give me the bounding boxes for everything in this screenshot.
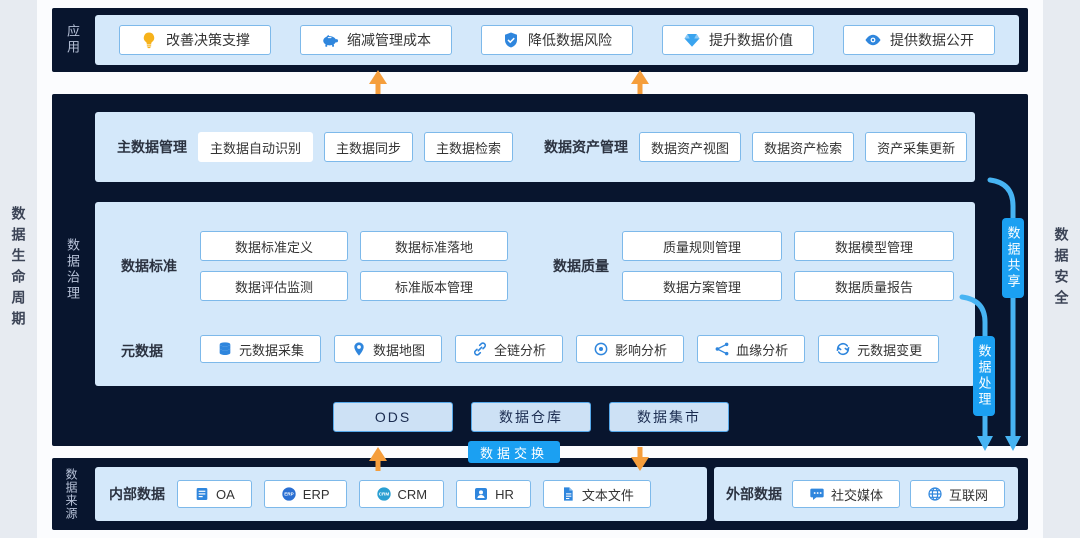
app-node-label: 缩减管理成本 — [347, 32, 431, 48]
link-icon — [472, 341, 488, 357]
node-standard-implementation: 数据标准落地 — [360, 231, 508, 261]
node-asset-search: 数据资产检索 — [752, 132, 855, 162]
globe-icon — [927, 486, 943, 502]
node-quality-rules: 质量规则管理 — [622, 231, 782, 261]
hr-person-icon — [473, 486, 489, 502]
svg-text:CRM: CRM — [378, 492, 389, 497]
node-metadata-change: 元数据变更 — [818, 335, 940, 363]
app-node-label: 提升数据价值 — [709, 32, 793, 48]
application-panel: 改善决策支撑 缩减管理成本 降低数据风险 提升数据价值 — [95, 15, 1019, 65]
node-data-mart: 数据集市 — [609, 402, 729, 432]
lineage-icon — [714, 341, 730, 357]
application-layer: 应用 改善决策支撑 缩减管理成本 降低数据风险 — [52, 8, 1028, 72]
node-master-sync: 主数据同步 — [324, 132, 414, 162]
app-node-label: 改善决策支撑 — [166, 32, 250, 48]
app-node-label: 提供数据公开 — [890, 32, 974, 48]
external-data-panel: 外部数据 社交媒体 互联网 — [714, 467, 1018, 521]
social-chat-icon — [809, 486, 825, 502]
node-quality-plan: 数据方案管理 — [622, 271, 782, 301]
shield-icon — [502, 31, 520, 49]
node-standard-definition: 数据标准定义 — [200, 231, 348, 261]
change-icon — [835, 341, 851, 357]
standards-group-label: 数据标准 — [121, 258, 177, 274]
node-metadata-collect: 元数据采集 — [200, 335, 322, 363]
standards-quality-metadata-panel: 数据标准 数据标准定义 数据标准落地 数据评估监测 标准版本管理 数据质量 质量… — [95, 202, 975, 386]
app-node-label: 降低数据风险 — [528, 32, 612, 48]
source-layer: 数据来源 内部数据 OA ERP ERP CRM CRM — [52, 458, 1028, 530]
application-layer-label: 应用 — [65, 24, 80, 56]
oa-doc-icon — [194, 486, 210, 502]
text-file-icon — [560, 486, 576, 502]
node-quality-report: 数据质量报告 — [794, 271, 954, 301]
node-ods: ODS — [333, 402, 453, 432]
orange-up-arrow-right-top — [631, 70, 649, 94]
external-data-group-label: 外部数据 — [726, 486, 782, 502]
svg-text:ERP: ERP — [284, 492, 294, 497]
node-hr: HR — [456, 480, 531, 508]
node-impact-analysis: 影响分析 — [576, 335, 685, 363]
master-data-group-label: 主数据管理 — [117, 139, 187, 155]
app-node-value-improvement: 提升数据价值 — [662, 25, 814, 55]
bulb-icon — [140, 31, 158, 49]
node-asset-view: 数据资产视图 — [639, 132, 742, 162]
quality-group-label: 数据质量 — [553, 258, 609, 274]
node-oa: OA — [177, 480, 252, 508]
data-share-tag: 数据共享 — [1002, 218, 1024, 298]
source-layer-label: 数据来源 — [64, 468, 78, 520]
app-node-risk-reduction: 降低数据风险 — [481, 25, 633, 55]
governance-layer: 数据治理 主数据管理 主数据自动识别 主数据同步 主数据检索 数据资产管理 数据… — [52, 94, 1028, 446]
app-node-data-openness: 提供数据公开 — [843, 25, 995, 55]
metadata-group-label: 元数据 — [121, 343, 163, 359]
impact-icon — [593, 341, 609, 357]
node-standard-version: 标准版本管理 — [360, 271, 508, 301]
quality-grid: 质量规则管理 数据模型管理 数据方案管理 数据质量报告 — [622, 231, 954, 301]
diamond-icon — [683, 31, 701, 49]
node-social-media: 社交媒体 — [792, 480, 901, 508]
security-rail-label: 数据安全 — [1053, 227, 1070, 311]
governance-layer-label: 数据治理 — [65, 238, 80, 302]
node-standard-evaluation: 数据评估监测 — [200, 271, 348, 301]
standards-grid: 数据标准定义 数据标准落地 数据评估监测 标准版本管理 — [200, 231, 508, 301]
node-quality-model: 数据模型管理 — [794, 231, 954, 261]
eye-icon — [864, 31, 882, 49]
piggy-bank-icon — [321, 31, 339, 49]
internal-data-group-label: 内部数据 — [109, 486, 165, 502]
node-master-auto-identify: 主数据自动识别 — [198, 132, 314, 162]
app-node-cost-reduction: 缩减管理成本 — [300, 25, 452, 55]
node-asset-collect-update: 资产采集更新 — [865, 132, 968, 162]
data-process-tag: 数据处理 — [973, 336, 995, 416]
node-crm: CRM CRM — [358, 480, 445, 508]
database-icon — [217, 341, 233, 357]
node-text-file: 文本文件 — [542, 480, 651, 508]
data-exchange-tag: 数据交换 — [468, 441, 560, 463]
node-data-map: 数据地图 — [334, 335, 443, 363]
lifecycle-rail-label: 数据生命周期 — [10, 206, 27, 332]
lifecycle-rail: 数据生命周期 — [0, 0, 37, 538]
crm-badge-icon: CRM — [376, 486, 392, 502]
map-pin-icon — [351, 341, 367, 357]
node-full-chain-analysis: 全链分析 — [455, 335, 564, 363]
asset-group-label: 数据资产管理 — [544, 139, 629, 155]
security-rail: 数据安全 — [1043, 0, 1080, 538]
node-lineage-analysis: 血缘分析 — [697, 335, 806, 363]
internal-data-panel: 内部数据 OA ERP ERP CRM CRM — [95, 467, 707, 521]
node-erp: ERP ERP — [263, 480, 347, 508]
node-data-warehouse: 数据仓库 — [471, 402, 591, 432]
erp-badge-icon: ERP — [281, 486, 297, 502]
storage-row: ODS 数据仓库 数据集市 — [333, 402, 729, 432]
node-master-search: 主数据检索 — [424, 132, 514, 162]
app-node-decision-support: 改善决策支撑 — [119, 25, 271, 55]
metadata-row: 元数据采集 数据地图 全链分析 — [200, 335, 940, 363]
node-internet: 互联网 — [910, 480, 1006, 508]
orange-up-arrow-left-top — [369, 70, 387, 94]
master-asset-panel: 主数据管理 主数据自动识别 主数据同步 主数据检索 数据资产管理 数据资产视图 … — [95, 112, 975, 182]
